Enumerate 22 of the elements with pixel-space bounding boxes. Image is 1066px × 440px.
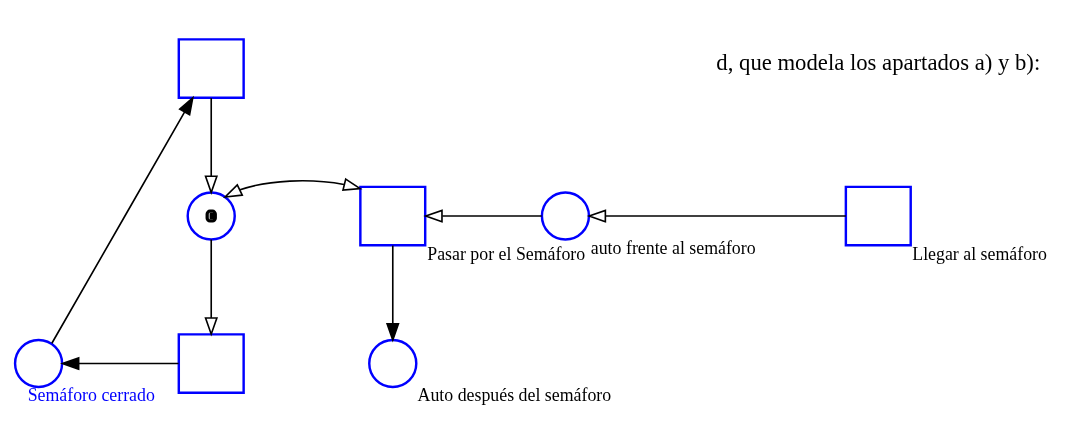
node-label: Pasar por el Semáforo (427, 242, 586, 263)
node-box (177, 37, 245, 99)
node-circle (13, 338, 64, 388)
node-box (177, 332, 245, 394)
arrow (423, 208, 543, 223)
node-label: Llegar al semáforo (912, 242, 1047, 263)
arrow (385, 244, 400, 342)
arrow (204, 96, 219, 195)
arrow (222, 177, 363, 198)
node-box (844, 185, 912, 246)
arrow (51, 95, 194, 344)
node-circle (186, 190, 236, 241)
arrow (586, 208, 847, 223)
node-label: Semáforo cerrado (27, 384, 155, 405)
node-circle (368, 338, 418, 388)
label: d, que modela los apartados a) y b): (716, 49, 1041, 75)
arrow (60, 356, 180, 370)
node-circle (540, 190, 591, 241)
node-label: Auto después del semáforo (417, 384, 612, 405)
node-label: auto frente al semáforo (590, 237, 756, 258)
arrow (204, 238, 219, 337)
node-box (359, 185, 427, 246)
